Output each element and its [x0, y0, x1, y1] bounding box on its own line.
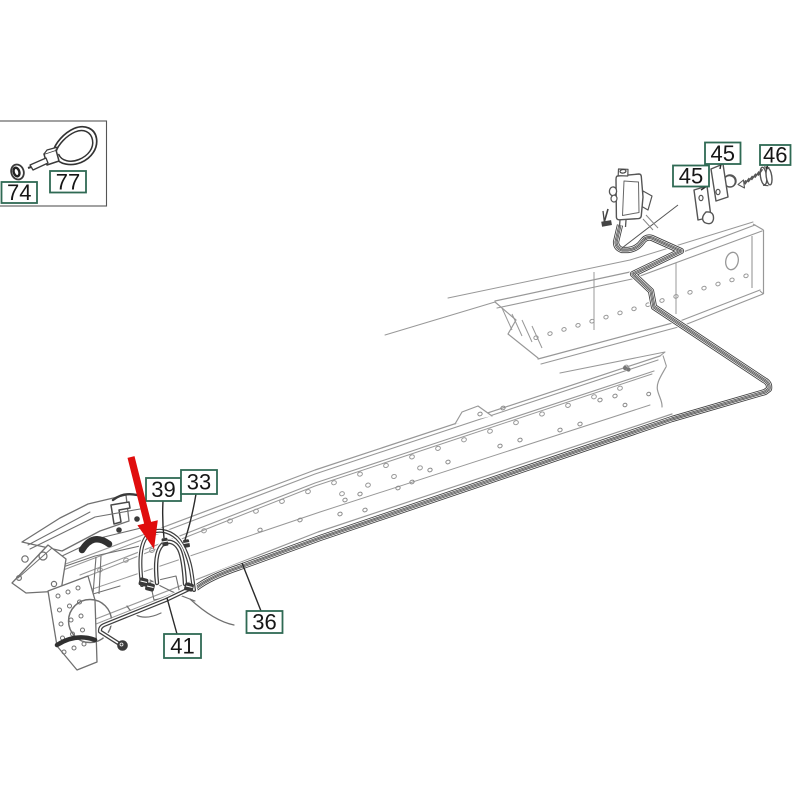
svg-text:33: 33 — [187, 470, 211, 495]
svg-text:74: 74 — [7, 180, 31, 205]
svg-text:45: 45 — [679, 164, 703, 189]
svg-text:39: 39 — [151, 477, 175, 502]
svg-text:41: 41 — [170, 634, 194, 659]
svg-text:45: 45 — [711, 141, 735, 166]
svg-text:36: 36 — [252, 610, 276, 635]
svg-text:77: 77 — [56, 169, 80, 194]
svg-text:46: 46 — [763, 143, 787, 168]
